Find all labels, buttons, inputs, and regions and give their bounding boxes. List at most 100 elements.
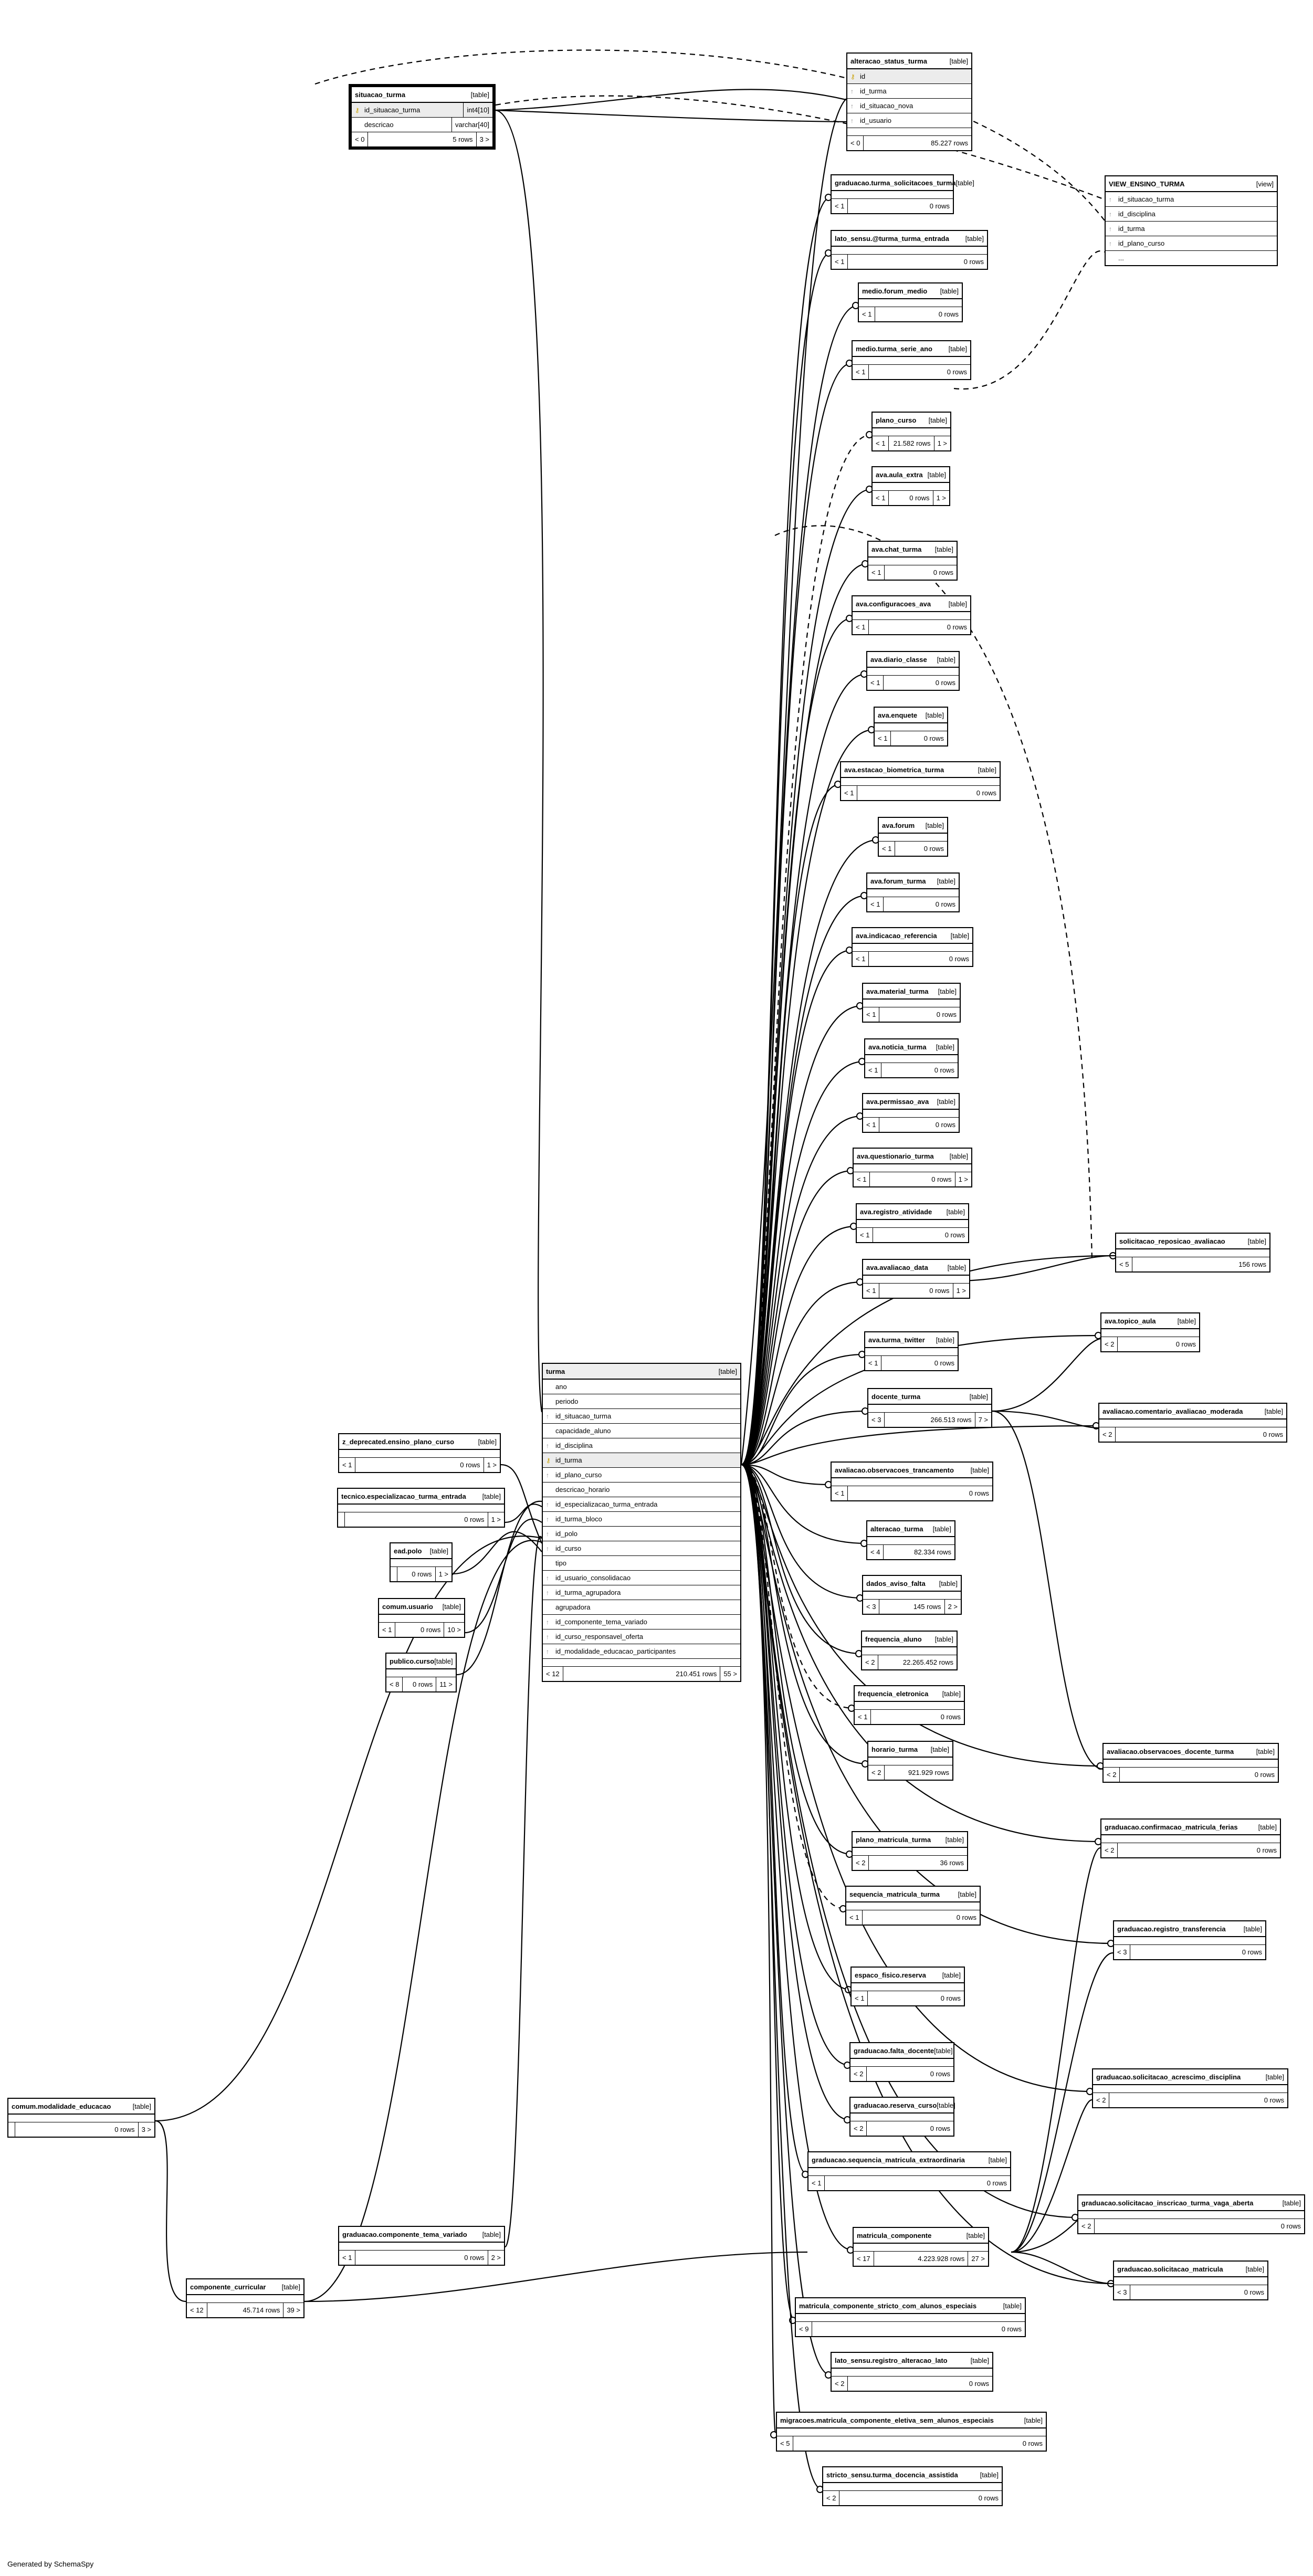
parent-count[interactable]: < 2 xyxy=(823,2491,840,2505)
child-count[interactable]: 1 > xyxy=(958,1175,968,1183)
parent-count[interactable]: < 1 xyxy=(832,255,848,269)
table-lato-sensu-registro-alteracao-lato[interactable]: lato_sensu.registro_alteracao_lato[table… xyxy=(831,2352,993,2392)
child-count[interactable]: 3 > xyxy=(479,135,489,143)
parent-count[interactable]: < 1 xyxy=(855,1710,871,1724)
child-count[interactable]: 1 > xyxy=(936,494,946,502)
parent-count[interactable]: < 2 xyxy=(832,2377,848,2391)
table-graduacao-sequencia-matricula-extraordinaria[interactable]: graduacao.sequencia_matricula_extraordin… xyxy=(807,2151,1011,2191)
parent-count[interactable]: < 1 xyxy=(339,1458,356,1472)
parent-count[interactable]: < 1 xyxy=(868,565,885,580)
parent-count[interactable] xyxy=(391,1567,397,1581)
parent-count[interactable]: < 4 xyxy=(867,1545,884,1559)
parent-count[interactable]: < 2 xyxy=(853,1856,869,1870)
parent-count[interactable]: < 1 xyxy=(852,1991,868,2005)
parent-count[interactable] xyxy=(338,1512,345,1527)
table-matricula-componente-stricto-com-alunos-especiais[interactable]: matricula_componente_stricto_com_alunos_… xyxy=(795,2297,1026,2337)
parent-count[interactable]: < 0 xyxy=(847,136,864,150)
child-count[interactable]: 1 > xyxy=(438,1570,448,1578)
parent-count[interactable]: < 1 xyxy=(867,676,884,690)
table-solicitacao-reposicao-avaliacao[interactable]: solicitacao_reposicao_avaliacao[table]< … xyxy=(1115,1233,1270,1273)
parent-count[interactable]: < 1 xyxy=(873,491,889,505)
parent-count[interactable]: < 1 xyxy=(853,620,869,634)
parent-count[interactable]: < 1 xyxy=(875,731,891,745)
parent-count[interactable]: < 1 xyxy=(339,2251,356,2265)
child-count[interactable]: 1 > xyxy=(491,1516,501,1523)
parent-count[interactable]: < 2 xyxy=(1099,1427,1116,1442)
table-migracoes-matricula-componente-eletiva-sem-alunos-especiais[interactable]: migracoes.matricula_componente_eletiva_s… xyxy=(776,2412,1047,2452)
table-graduacao-solicitacao-acrescimo-disciplina[interactable]: graduacao.solicitacao_acrescimo_discipli… xyxy=(1092,2068,1288,2108)
parent-count[interactable]: < 1 xyxy=(867,897,884,911)
child-count[interactable]: 11 > xyxy=(439,1680,453,1688)
parent-count[interactable]: < 3 xyxy=(1114,2285,1131,2299)
parent-count[interactable]: < 1 xyxy=(853,952,869,966)
parent-count[interactable]: < 1 xyxy=(832,199,848,213)
parent-count[interactable]: < 1 xyxy=(808,2176,825,2190)
view-ensino-turma[interactable]: VIEW_ENSINO_TURMA[view] ↑id_situacao_tur… xyxy=(1105,175,1278,266)
table-situacao-turma[interactable]: situacao_turma[table] ⚷id_situacao_turma… xyxy=(349,84,496,150)
table-graduacao-solicitacao-matricula[interactable]: graduacao.solicitacao_matricula[table]< … xyxy=(1113,2260,1268,2300)
child-count[interactable]: 1 > xyxy=(487,1461,497,1469)
parent-count[interactable]: < 3 xyxy=(863,1600,880,1614)
parent-count[interactable]: < 5 xyxy=(777,2436,794,2451)
parent-count[interactable]: < 8 xyxy=(386,1677,403,1691)
child-count[interactable]: 2 > xyxy=(948,1603,958,1611)
child-count[interactable]: 27 > xyxy=(971,2255,985,2263)
table-avaliacao-comentario-avaliacao-moderada[interactable]: avaliacao.comentario_avaliacao_moderada[… xyxy=(1098,1403,1287,1443)
parent-count[interactable]: < 1 xyxy=(879,842,896,856)
parent-count[interactable]: < 2 xyxy=(862,1655,879,1669)
child-count[interactable]: 1 > xyxy=(956,1287,966,1295)
parent-count[interactable]: < 2 xyxy=(850,2067,867,2081)
table-avaliacao-observacoes-trancamento[interactable]: avaliacao.observacoes_trancamento[table]… xyxy=(831,1462,993,1501)
parent-count[interactable]: < 1 xyxy=(863,1118,880,1132)
table-avaliacao-observacoes-docente-turma[interactable]: avaliacao.observacoes_docente_turma[tabl… xyxy=(1102,1743,1279,1783)
child-count[interactable]: 2 > xyxy=(491,2254,501,2262)
table-z-deprecated-ensino-plano-curso[interactable]: z_deprecated.ensino_plano_curso[table]< … xyxy=(338,1433,501,1473)
parent-count[interactable]: < 1 xyxy=(865,1356,882,1370)
parent-count[interactable]: < 1 xyxy=(857,1228,874,1242)
parent-count[interactable]: < 2 xyxy=(1104,1768,1120,1782)
child-count[interactable]: 1 > xyxy=(937,439,947,447)
table-graduacao-componente-tema-variado[interactable]: graduacao.componente_tema_variado[table]… xyxy=(338,2226,505,2266)
parent-count[interactable]: < 0 xyxy=(352,132,369,146)
parent-count[interactable]: < 9 xyxy=(796,2322,813,2336)
parent-count[interactable]: < 1 xyxy=(832,1486,848,1500)
parent-count[interactable]: < 1 xyxy=(854,1172,870,1186)
table-graduacao-turma-solicitacoes-turma[interactable]: graduacao.turma_solicitacoes_turma[table… xyxy=(831,174,974,214)
table-graduacao-confirmacao-matricula-ferias[interactable]: graduacao.confirmacao_matricula_ferias[t… xyxy=(1100,1818,1281,1858)
child-count[interactable]: 7 > xyxy=(978,1416,988,1424)
child-count[interactable]: 10 > xyxy=(447,1626,461,1634)
parent-count[interactable]: < 1 xyxy=(873,436,889,450)
parent-count[interactable]: < 2 xyxy=(1093,2093,1110,2107)
parent-count[interactable]: < 1 xyxy=(865,1063,882,1077)
